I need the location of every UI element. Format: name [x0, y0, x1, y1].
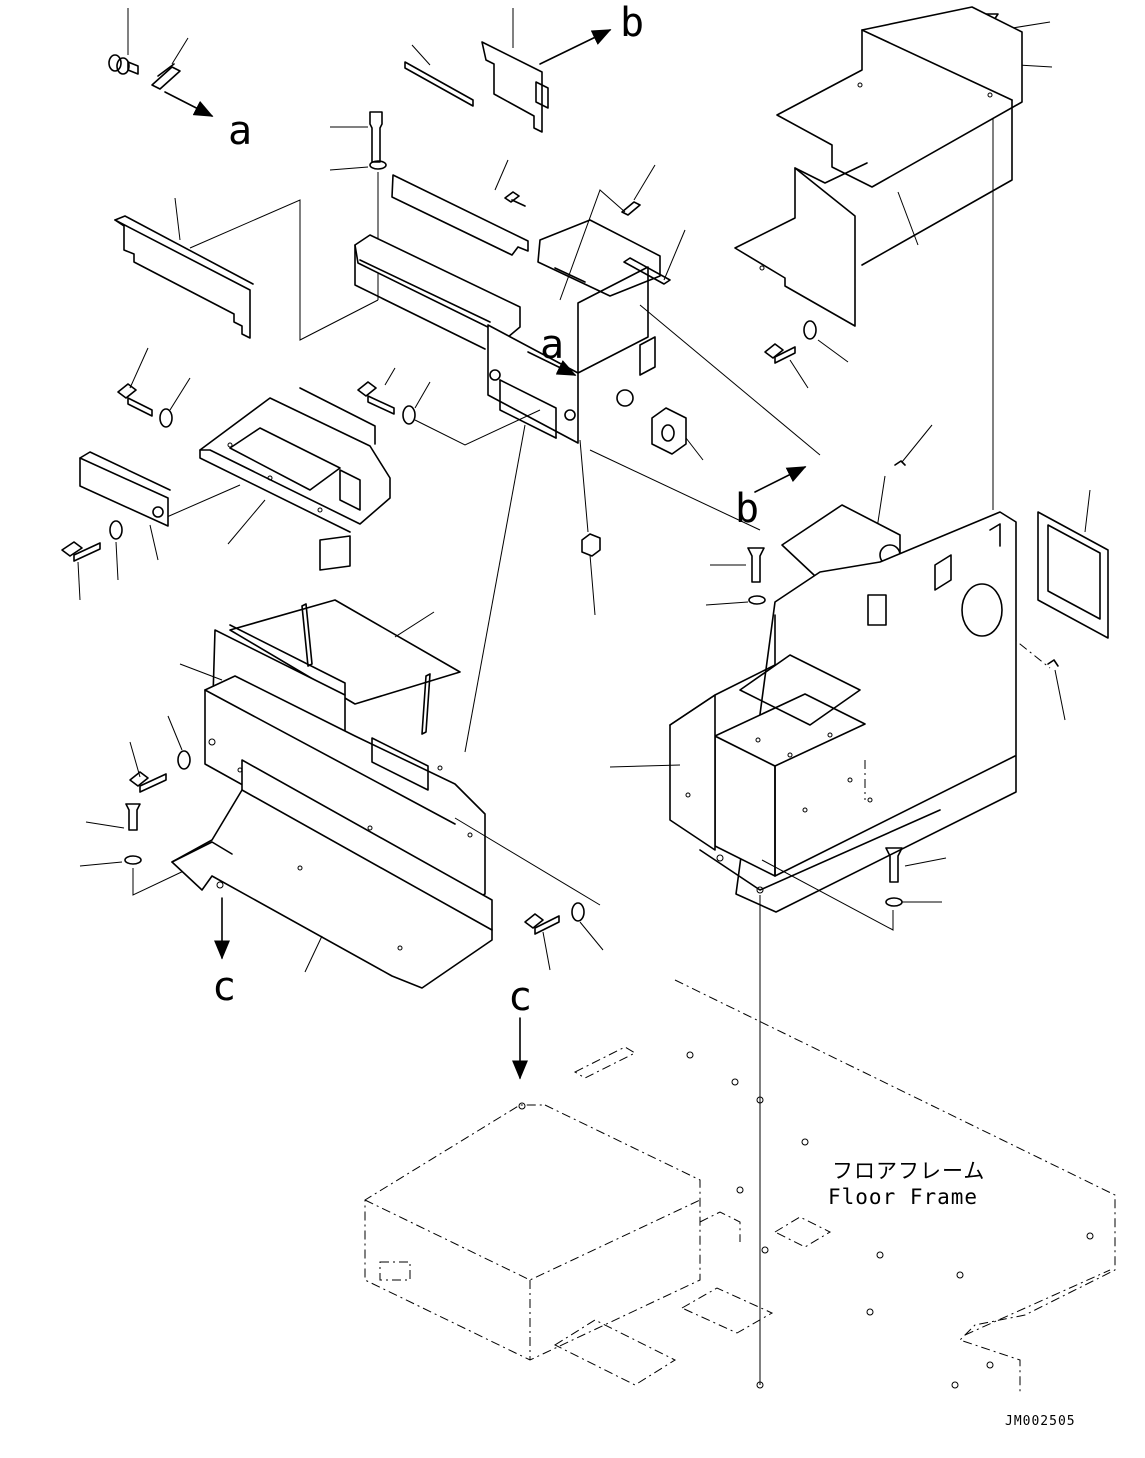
ref-letter-b-mid: b [735, 486, 759, 532]
floor-frame-label-jp: フロアフレーム [832, 1159, 985, 1183]
side-cover-plate [114, 197, 254, 339]
gasket-right [1037, 489, 1109, 639]
clip-2 [559, 164, 656, 301]
ref-letter-c-floor: c [508, 974, 532, 1020]
nut [579, 439, 601, 616]
bolt-duct [764, 320, 849, 389]
grommet-strip [623, 229, 686, 285]
arrow-a-top [164, 91, 214, 117]
seal-strip-lower [301, 603, 431, 735]
ref-letter-c-left: c [212, 964, 236, 1010]
arrow-b-top [539, 29, 612, 65]
bracket-plate [481, 8, 549, 133]
floor-frame [364, 979, 1116, 1395]
arrow-a-center [527, 351, 577, 376]
link-lines-left [189, 199, 379, 341]
bolt-console-bottom [761, 847, 947, 931]
mounting-bracket [159, 387, 391, 571]
bolt-center-mid [357, 367, 541, 446]
bolt-console-top [705, 547, 766, 606]
bolts-lower-cover [79, 715, 191, 896]
small-pin-right [989, 619, 1066, 721]
bolt-lower-left [61, 520, 123, 601]
guide-line-center [464, 424, 526, 753]
small-bracket-left [79, 451, 171, 561]
ref-letter-a-top: a [228, 108, 252, 154]
seal-strip [404, 44, 474, 107]
floor-frame-label-en: Floor Frame [828, 1185, 978, 1209]
bolt-center-top [329, 111, 387, 300]
drawing-code: JM002505 [1005, 1414, 1076, 1429]
bolt-top-left [108, 8, 139, 75]
square-washer [651, 407, 704, 461]
small-screw [494, 159, 526, 207]
upper-housing [354, 174, 661, 444]
bolt-left-mid [117, 347, 153, 417]
clip-part [151, 37, 189, 90]
air-duct [734, 6, 1023, 327]
bolts-under-cover [454, 817, 604, 971]
ref-letter-a-center: a [540, 322, 564, 368]
arrow-b-mid [589, 304, 821, 531]
ref-letter-b-top: b [620, 0, 644, 46]
washer-left-mid [159, 377, 191, 428]
under-cover [171, 759, 493, 989]
console-body [609, 504, 1017, 913]
